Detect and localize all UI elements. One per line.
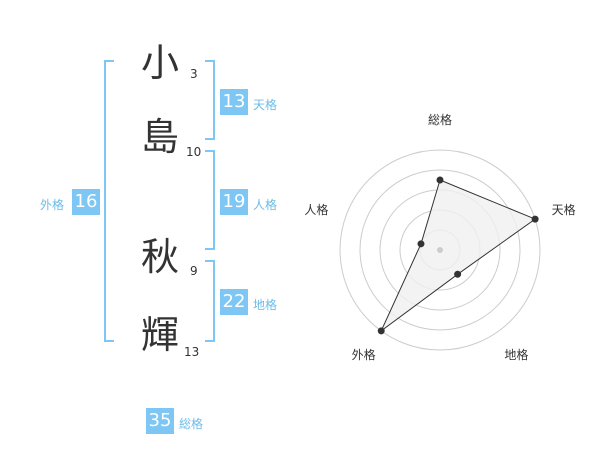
gaikaku-bracket <box>104 60 114 342</box>
chikaku-bracket <box>205 260 215 342</box>
radar-axis-label-4: 外格 <box>352 347 376 362</box>
gaikaku-label: 外格 <box>40 198 65 212</box>
chikaku-value-badge: 22 <box>220 289 248 315</box>
name-char-1: 小 <box>141 41 180 85</box>
name-char-4: 輝 <box>141 313 180 357</box>
stroke-count-2: 10 <box>186 145 202 159</box>
radar-point-2 <box>531 215 539 223</box>
tenkaku-bracket <box>205 60 215 140</box>
radar-axis-label-5: 人格 <box>304 202 328 217</box>
radar-ring <box>339 149 541 351</box>
tenkaku-label: 天格 <box>253 98 278 112</box>
soukaku-label: 総格 <box>179 417 204 431</box>
stroke-count-3: 9 <box>190 264 198 278</box>
name-char-3: 秋 <box>141 235 180 279</box>
jinkaku-bracket <box>205 150 215 250</box>
radar-point-4 <box>377 327 385 335</box>
jinkaku-value-badge: 19 <box>220 189 248 215</box>
radar-ring <box>359 169 521 331</box>
radar-series-polygon <box>380 179 537 332</box>
radar-point-5 <box>417 240 425 248</box>
gaikaku-value-badge: 16 <box>72 189 100 215</box>
radar-axis-label-2: 天格 <box>552 202 576 217</box>
radar-point-1 <box>436 176 444 184</box>
name-char-2: 島 <box>141 115 180 159</box>
chikaku-label: 地格 <box>253 298 278 312</box>
jinkaku-label: 人格 <box>253 198 278 212</box>
soukaku-value-badge: 35 <box>146 408 174 434</box>
stroke-count-4: 13 <box>184 345 200 359</box>
radar-axis-label-1: 総格 <box>428 112 452 127</box>
radar-axis-label-3: 地格 <box>504 347 528 362</box>
radar-point-3 <box>454 270 462 278</box>
radar-center-dot <box>437 247 443 253</box>
tenkaku-value-badge: 13 <box>220 89 248 115</box>
stroke-count-1: 3 <box>190 67 198 81</box>
